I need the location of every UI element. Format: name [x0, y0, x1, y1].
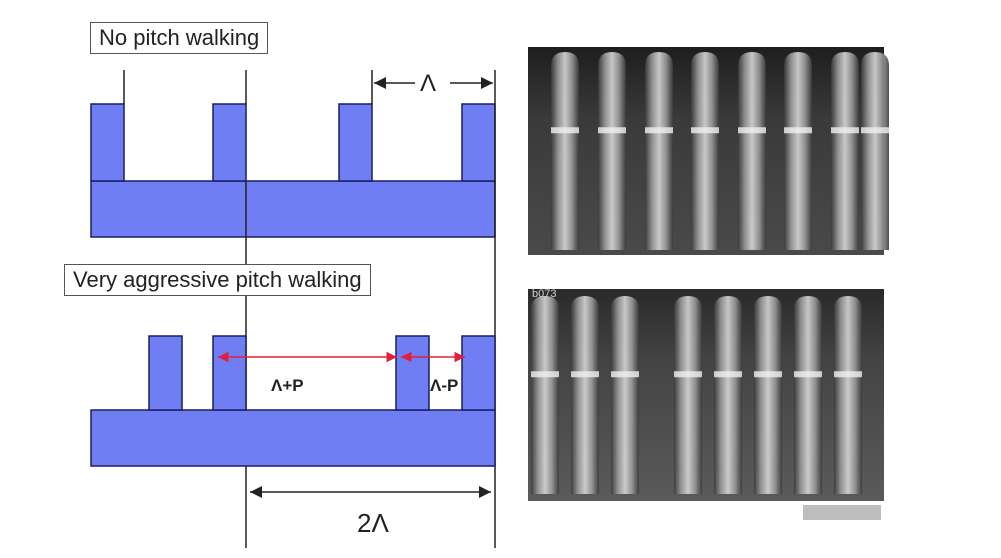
sem-top-fin-5: [738, 52, 766, 250]
wide-gap-label: Λ+P: [271, 376, 304, 395]
sem-image-top: [528, 47, 889, 255]
sem-top-fin-3: [645, 52, 673, 250]
top-fin-3: [338, 103, 373, 182]
sem-corner-tag: b073: [532, 288, 557, 300]
sem-bottom-fin-1-highlight: [531, 371, 559, 378]
bottom-fin-2: [212, 335, 247, 411]
bottom-diagram-title: Very aggressive pitch walking: [64, 264, 371, 296]
sem-bottom-fin-6-highlight: [754, 371, 782, 378]
sem-top-fin-2-highlight: [598, 127, 626, 134]
sem-bottom-fin-3: [611, 296, 639, 494]
pitch-label: Λ: [420, 70, 437, 97]
sem-bottom-fin-1: [531, 296, 559, 494]
bottom-fin-3: [395, 335, 430, 411]
sem-top-fin-5-highlight: [738, 127, 766, 134]
double-pitch-label: 2Λ: [357, 508, 389, 538]
sem-bottom-fin-6: [754, 296, 782, 494]
sem-bottom-fin-4: [674, 296, 702, 494]
top-diagram-title: No pitch walking: [90, 22, 269, 54]
sem-top-fin-6-highlight: [784, 127, 812, 134]
sem-top-fin-2: [598, 52, 626, 250]
sem-bottom-fin-5-highlight: [714, 371, 742, 378]
sem-top-fin-7-highlight: [831, 127, 859, 134]
sem-top-fin-8-highlight: [861, 127, 889, 134]
scale-bar: [803, 505, 881, 520]
top-fin-2: [212, 103, 247, 182]
sem-top-fin-3-highlight: [645, 127, 673, 134]
sem-bottom-fin-5: [714, 296, 742, 494]
bottom-fin-structure: [90, 335, 496, 467]
top-fin-1: [90, 103, 125, 182]
sem-bottom-fin-2-highlight: [571, 371, 599, 378]
bottom-fin-1: [148, 335, 183, 411]
sem-top-fin-7: [831, 52, 859, 250]
sem-top-fin-1-highlight: [551, 127, 579, 134]
sem-bottom-fin-4-highlight: [674, 371, 702, 378]
sem-top-fin-8: [861, 52, 889, 250]
top-fin-structure: [90, 103, 496, 238]
bottom-substrate: [90, 409, 496, 467]
bottom-fin-4: [461, 335, 496, 411]
sem-top-fin-6: [784, 52, 812, 250]
top-fin-4: [461, 103, 496, 182]
narrow-gap-label: Λ-P: [430, 376, 459, 395]
sem-top-fin-4: [691, 52, 719, 250]
sem-top-fin-1: [551, 52, 579, 250]
sem-bottom-fin-7: [794, 296, 822, 494]
sem-bottom-fin-8: [834, 296, 862, 494]
sem-bottom-fin-7-highlight: [794, 371, 822, 378]
top-substrate: [90, 180, 496, 238]
sem-top-fin-4-highlight: [691, 127, 719, 134]
sem-bottom-fin-8-highlight: [834, 371, 862, 378]
sem-bottom-fin-3-highlight: [611, 371, 639, 378]
sem-image-bottom: [528, 289, 884, 520]
sem-bottom-fin-2: [571, 296, 599, 494]
